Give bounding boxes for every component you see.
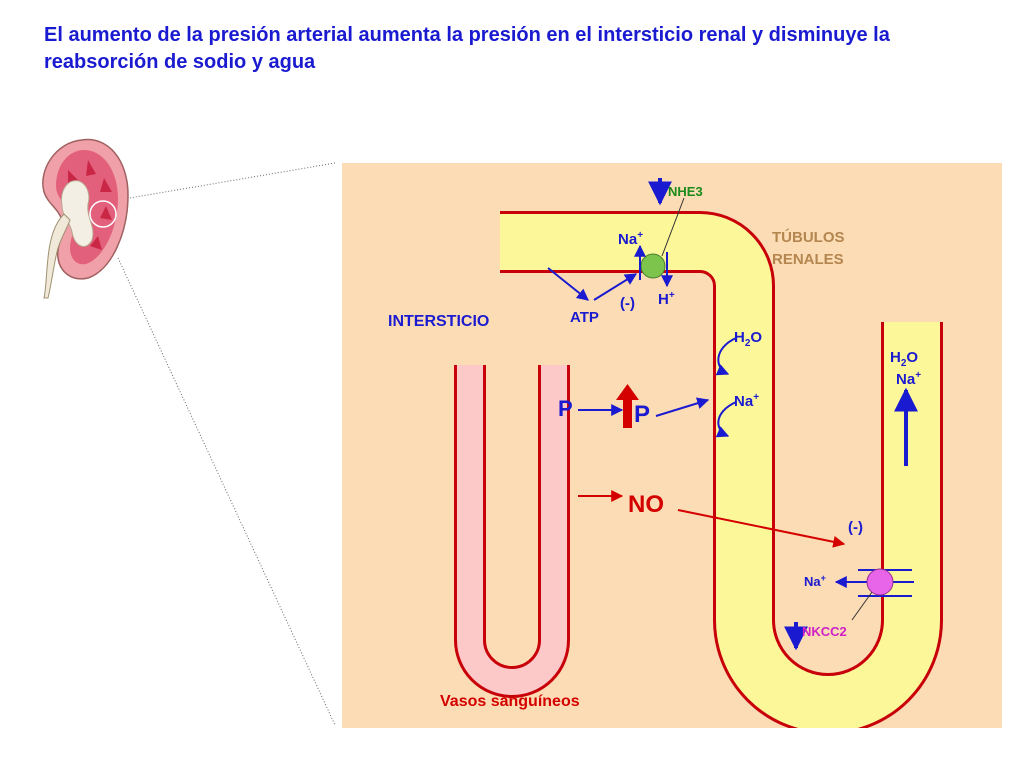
na-left-label: Na+ xyxy=(734,392,759,410)
pressure-increase-arrow xyxy=(616,384,639,428)
tubulos-label-line1: TÚBULOS xyxy=(772,228,845,246)
na-exit-arrow xyxy=(715,401,737,438)
atp-label: ATP xyxy=(570,309,599,326)
inhibit-top-label: (-) xyxy=(620,295,635,312)
no-inhibition-arrow xyxy=(677,509,846,548)
nkcc2-transporter xyxy=(834,568,914,621)
nkcc2-label: NKCC2 xyxy=(802,624,847,639)
intersticio-label: INTERSTICIO xyxy=(388,313,489,330)
pressure-to-tubule-arrow xyxy=(655,397,710,417)
h2o-right-label: H2O xyxy=(890,349,918,369)
kidney-illustration xyxy=(42,138,129,299)
blood-vessel-loop xyxy=(454,365,570,698)
nitric-oxide-label: NO xyxy=(628,491,664,518)
na-right-label: Na+ xyxy=(896,370,921,388)
vasos-label: Vasos sanguíneos xyxy=(440,693,580,710)
zoom-guide-lines xyxy=(117,162,336,726)
tubulos-label-line2: RENALES xyxy=(772,251,844,268)
nhe3-pointer xyxy=(661,197,685,257)
nhe3-transporter xyxy=(634,197,685,288)
h2o-left-label: H2O xyxy=(734,329,762,349)
na-bottom-label: Na+ xyxy=(804,573,826,589)
atp-arrows xyxy=(547,267,638,301)
page-title: El aumento de la presión arterial aument… xyxy=(44,24,890,73)
h-plus-label: H+ xyxy=(658,290,675,308)
na-top-label: Na+ xyxy=(618,230,643,248)
inhibit-bottom-label: (-) xyxy=(848,519,863,536)
pressure-big-label: P xyxy=(634,401,650,428)
renal-tubule xyxy=(500,211,943,728)
h2o-exit-arrow xyxy=(715,337,737,376)
nhe3-label: NHE3 xyxy=(668,184,703,199)
pressure-small-label: P xyxy=(558,396,573,421)
